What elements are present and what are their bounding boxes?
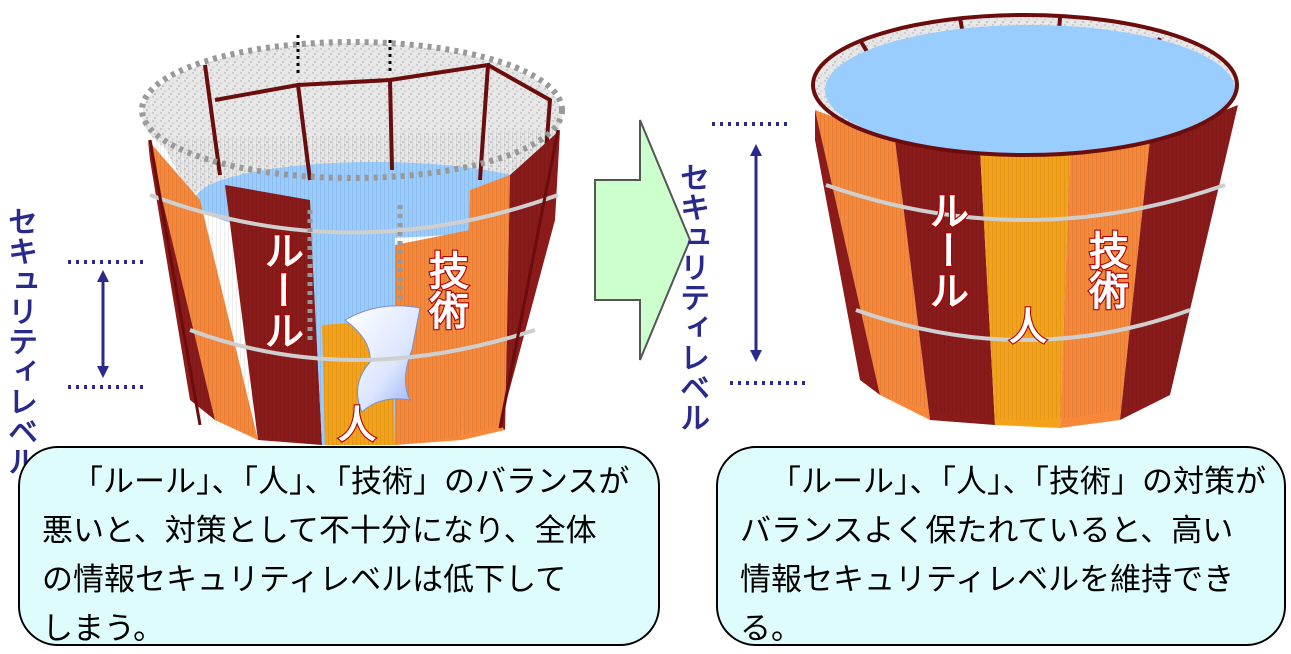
right-level-arrowhead-up	[750, 144, 762, 156]
left-stave-frames	[203, 62, 553, 181]
right-bucket-rim	[811, 13, 1239, 157]
right-level-arrowhead-down	[750, 350, 762, 362]
right-level-label: セキュリティレベル	[674, 162, 709, 432]
right-caption-line-3: 情報セキュリティレベルを維持でき	[740, 562, 1235, 598]
right-hoop-top	[825, 183, 1226, 222]
transition-arrow	[594, 119, 692, 361]
left-level-label: セキュリティレベル	[2, 206, 37, 476]
left-level-arrowhead-down	[97, 366, 109, 378]
left-caption-line-2: 悪いと、対策として不十分になり、全体	[42, 513, 597, 549]
right-caption-line-1: 「ルール」、「人」、「技術」の対策が	[770, 464, 1266, 500]
right-caption-line-2: バランスよく保たれていると、高い	[740, 513, 1234, 549]
left-virtual-stave-tops	[296, 35, 392, 75]
left-person-label: 人	[338, 403, 376, 447]
left-hoop-top	[149, 193, 559, 235]
left-bucket: ルール 技術 人	[139, 35, 565, 448]
right-level-indicator	[712, 122, 808, 385]
right-person-label: 人	[1009, 305, 1047, 349]
right-tech-label: 技術	[1082, 230, 1130, 310]
right-bucket: ルール 人 技術	[811, 13, 1239, 428]
right-hoop-bottom	[855, 308, 1191, 342]
left-bucket-outline	[148, 129, 560, 429]
right-water-surface	[825, 25, 1235, 155]
left-tech-label: 技術	[422, 250, 470, 330]
left-virtual-rim	[139, 39, 565, 181]
left-level-arrowhead-up	[97, 270, 109, 282]
right-stripe-texture	[815, 105, 1238, 420]
left-rule-label: ルール	[257, 230, 303, 350]
right-caption-line-4: る。	[740, 611, 802, 647]
left-virtual-staves	[307, 205, 403, 340]
right-rule-label: ルール	[922, 190, 968, 310]
left-stripe-texture	[148, 130, 560, 447]
left-caption-line-1: 「ルール」、「人」、「技術」のバランスが	[72, 464, 630, 500]
right-caption: 「ルール」、「人」、「技術」の対策が バランスよく保たれていると、高い 情報セキ…	[716, 446, 1286, 647]
left-caption-line-4: しまう。	[42, 611, 165, 647]
left-level-indicator	[68, 260, 145, 389]
left-hoop-bottom	[189, 328, 536, 362]
left-caption: 「ルール」、「人」、「技術」のバランスが 悪いと、対策として不十分になり、全体 …	[18, 446, 660, 647]
left-caption-line-3: の情報セキュリティレベルは低下して	[42, 562, 567, 598]
